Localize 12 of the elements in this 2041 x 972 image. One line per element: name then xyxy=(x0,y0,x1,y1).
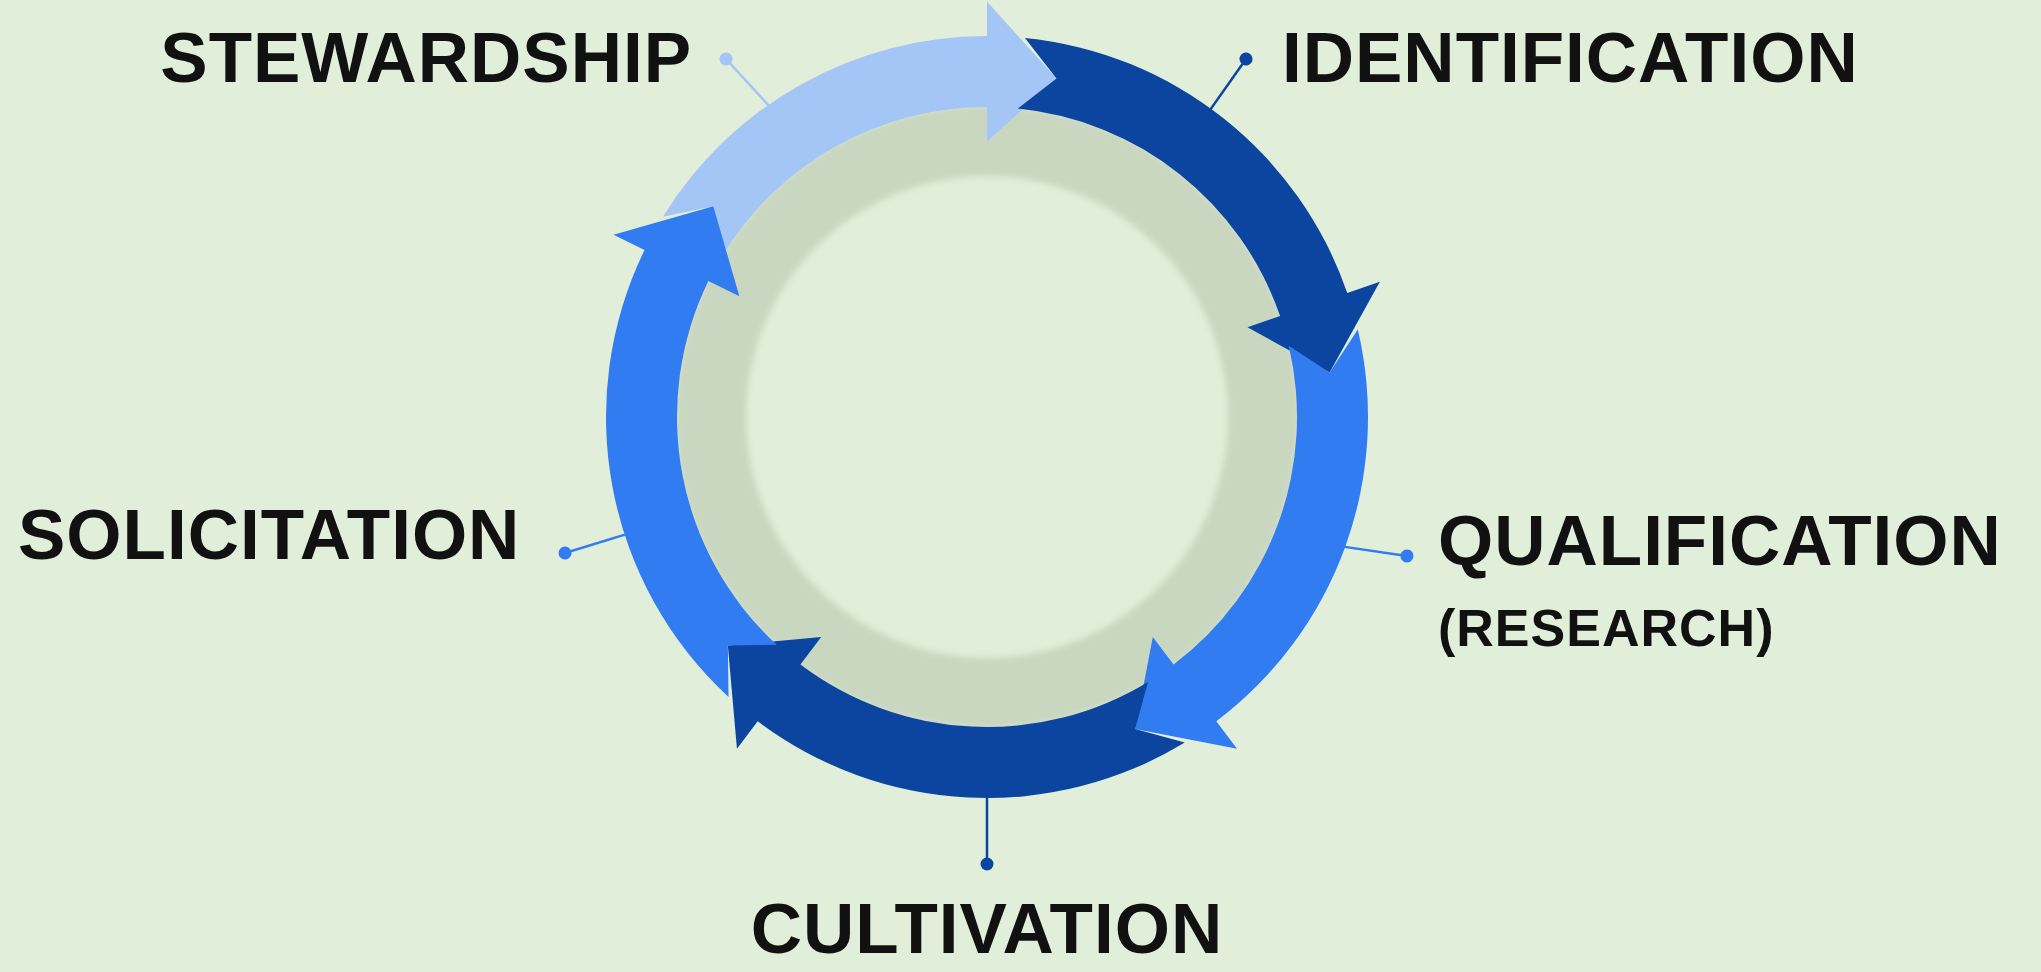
leader-line xyxy=(719,52,771,108)
stage-label: STEWARDSHIP xyxy=(160,22,692,93)
curved-arrow xyxy=(1135,329,1368,749)
curved-arrow xyxy=(727,637,1185,798)
curved-arrow xyxy=(606,206,777,697)
stage-label: SOLICITATION xyxy=(18,499,521,570)
stage-label: IDENTIFICATION xyxy=(1282,22,1859,93)
leader-line xyxy=(980,796,994,871)
leader-line xyxy=(558,532,627,560)
leader-line xyxy=(1208,52,1253,112)
stage-label: CULTIVATION xyxy=(750,893,1224,964)
leader-line xyxy=(1342,545,1414,563)
